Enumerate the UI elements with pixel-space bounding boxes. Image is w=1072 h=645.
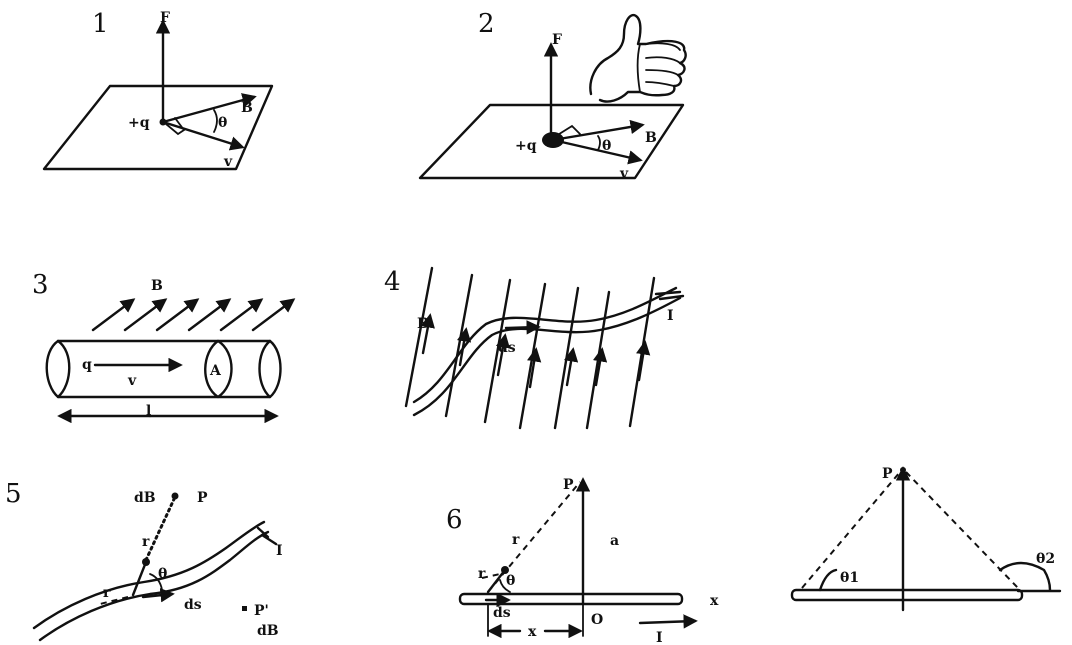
panel-6-r-dash-short xyxy=(481,573,501,579)
panel-6-current-label: I xyxy=(656,630,663,645)
panel-5-point-p-prime xyxy=(242,606,247,611)
panel-1-plane xyxy=(42,84,274,171)
panel-4-ds-arrow xyxy=(504,320,541,335)
panel-7-theta1-arc xyxy=(818,568,838,592)
panel-7-P: P xyxy=(882,466,893,482)
panel-5-ds-label: ds xyxy=(184,597,202,613)
panel-1-number: 1 xyxy=(92,9,109,39)
panel-4-wire-upper xyxy=(412,286,678,404)
panel-1-charge-label: +q xyxy=(128,115,150,131)
panel-5-current-label: I xyxy=(276,543,283,559)
panel-3-field-lines xyxy=(91,298,296,332)
panel-6: 6 P r a r θ x ds x O I xyxy=(446,477,719,645)
panel-4-ds-label: ds xyxy=(498,340,516,356)
panel-5-r-lower: r xyxy=(103,585,111,601)
panel-3-area-label: A xyxy=(209,363,222,379)
panel-2-velocity-label: v xyxy=(619,166,629,182)
panel-3-velocity-label: v xyxy=(127,373,137,389)
panel-5-point-p xyxy=(171,492,179,500)
panel-5-wire-upper xyxy=(32,520,266,630)
panel-1-velocity-arrow xyxy=(161,120,245,151)
panel-2-theta-arc xyxy=(597,135,601,151)
panel-1-right-angle xyxy=(165,117,186,136)
panel-6-r-tip xyxy=(501,566,509,574)
panel-5-dB-top: dB xyxy=(134,490,156,506)
panel-6-r-vector xyxy=(486,568,507,594)
panel-2-force-label: F xyxy=(552,32,562,48)
panel-5-r-tip xyxy=(142,558,150,566)
panel-2-number: 2 xyxy=(478,9,495,39)
panel-7-theta1: θ1 xyxy=(840,570,859,586)
panel-5-r-line-upper xyxy=(144,495,177,562)
panel-7-theta2-arc xyxy=(998,561,1052,592)
panel-3-right-end xyxy=(258,339,282,399)
panel-6-number: 6 xyxy=(446,505,463,535)
panel-3-cross-section xyxy=(204,339,233,399)
panel-7: P θ1 θ2 xyxy=(790,466,1062,612)
panel-5-P-prime: P' xyxy=(254,603,269,619)
panel-6-theta-arc xyxy=(499,579,511,593)
panel-6-ds-label: ds xyxy=(493,605,511,621)
panel-6-theta: θ xyxy=(506,573,515,589)
panel-3-field-label: B xyxy=(151,278,163,294)
panel-4-number: 4 xyxy=(384,267,401,297)
panel-5-r-line-lower xyxy=(99,596,129,605)
panel-5-r-vector xyxy=(131,560,148,597)
panel-4-field-lines xyxy=(404,266,656,430)
panel-2-charge-label: +q xyxy=(515,138,537,154)
panel-1-theta-arc xyxy=(213,109,218,133)
panel-5-theta: θ xyxy=(158,566,167,582)
panel-6-origin-label: O xyxy=(591,612,603,628)
panel-7-point-p xyxy=(900,467,906,473)
panel-5-ds-arrow xyxy=(141,588,175,603)
panel-5-r-upper: r xyxy=(142,534,150,550)
panel-2-right-angle xyxy=(555,124,581,137)
panel-6-wire xyxy=(458,592,684,606)
panel-3-left-end xyxy=(45,339,71,399)
panel-1-velocity-label: v xyxy=(223,154,233,170)
panel-2-plane xyxy=(418,103,685,180)
panel-2-velocity-arrow xyxy=(551,138,643,165)
panel-3-number: 3 xyxy=(32,270,49,300)
panel-1-force-label: F xyxy=(160,10,170,26)
panel-6-r-upper: r xyxy=(512,532,520,548)
panel-1: 1 F B v θ +q xyxy=(42,9,274,171)
panel-4-current-label: I xyxy=(667,308,674,324)
panel-6-a-label: a xyxy=(610,533,619,549)
thumbs-up-icon xyxy=(589,13,687,103)
panel-3-charge-label: q xyxy=(82,357,92,373)
panel-6-x-dist-label: x xyxy=(528,624,537,640)
panel-6-current-arrow xyxy=(638,614,698,629)
panel-7-wire xyxy=(790,588,1024,602)
panel-1-field-label: B xyxy=(241,100,253,116)
panel-5-dB-bottom: dB xyxy=(257,623,279,639)
panel-3-length-label: l xyxy=(146,403,151,419)
panel-6-r-lower: r xyxy=(478,566,486,582)
panel-6-P: P xyxy=(563,477,574,493)
panel-2-charge-ball xyxy=(542,132,564,148)
panel-7-dash-left xyxy=(801,471,901,589)
panel-7-theta2: θ2 xyxy=(1036,551,1055,567)
panel-2: 2 F B v θ +q xyxy=(418,9,687,182)
panel-5-P-top: P xyxy=(197,490,208,506)
panel-1-theta: θ xyxy=(218,115,227,131)
panel-7-dash-right xyxy=(905,471,1019,589)
panel-6-x-axis-label: x xyxy=(710,593,719,609)
panel-4: 4 B ds I xyxy=(384,266,685,430)
panel-2-field-label: B xyxy=(645,130,657,146)
panel-2-theta: θ xyxy=(602,138,611,154)
panel-1-field-arrow xyxy=(161,93,257,124)
panel-2-field-arrow xyxy=(551,119,645,142)
panel-5-number: 5 xyxy=(5,479,22,509)
panel-4-field-label: B xyxy=(417,316,429,332)
panel-3: 3 B A q v l xyxy=(32,270,296,424)
panel-5-wire-lower xyxy=(38,530,270,642)
panel-5: 5 I dB P r θ r ds P' dB xyxy=(5,479,283,642)
panel-1-charge-dot xyxy=(159,118,167,126)
